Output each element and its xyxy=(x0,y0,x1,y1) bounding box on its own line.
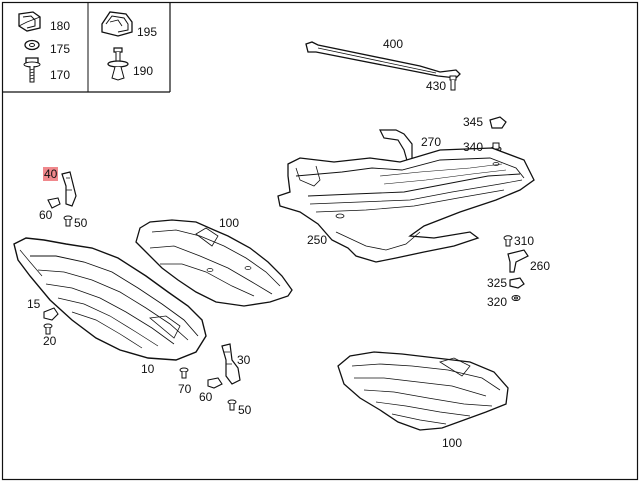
screw-50-lower xyxy=(227,399,237,411)
callout-430: 430 xyxy=(426,79,447,93)
clip-60-lower xyxy=(207,377,223,389)
callout-345: 345 xyxy=(463,115,484,129)
legend-label-175: 175 xyxy=(50,42,71,56)
washer-icon xyxy=(24,39,40,51)
clip-345 xyxy=(489,116,507,129)
engine-undershield-10 xyxy=(13,237,207,361)
callout-60-lower: 60 xyxy=(199,390,213,404)
callout-400: 400 xyxy=(383,37,404,51)
callout-325: 325 xyxy=(487,276,508,290)
legend-label-180: 180 xyxy=(50,19,71,33)
callout-10: 10 xyxy=(141,362,155,376)
callout-60: 60 xyxy=(39,208,53,222)
bracket-260 xyxy=(507,249,529,273)
clip-70 xyxy=(179,367,189,379)
callout-70: 70 xyxy=(178,382,192,396)
bracket-30 xyxy=(221,343,241,385)
screw-20 xyxy=(43,323,53,335)
callout-30: 30 xyxy=(237,353,251,367)
legend-label-195: 195 xyxy=(137,25,158,39)
clip-15 xyxy=(43,307,59,321)
callout-50-lower: 50 xyxy=(238,403,252,417)
legend-label-190: 190 xyxy=(133,64,154,78)
callout-100-lower: 100 xyxy=(442,436,463,450)
clip-60 xyxy=(47,197,61,209)
callout-310: 310 xyxy=(514,234,535,248)
callout-340: 340 xyxy=(463,140,484,154)
clip-nut-icon xyxy=(101,11,133,37)
screw-310 xyxy=(503,235,513,247)
callout-320: 320 xyxy=(487,295,508,309)
strut-brace xyxy=(305,41,461,79)
screw-50 xyxy=(63,215,73,227)
callout-100: 100 xyxy=(219,216,240,230)
callout-250: 250 xyxy=(307,233,328,247)
legend-box xyxy=(2,2,171,93)
washer-320 xyxy=(511,295,521,301)
callout-50: 50 xyxy=(74,216,88,230)
bracket-40 xyxy=(61,171,77,207)
clip-nut-icon xyxy=(18,11,41,32)
callout-260: 260 xyxy=(530,259,551,273)
clip-325 xyxy=(509,277,525,289)
underbody-panel-250 xyxy=(277,147,535,263)
callout-20: 20 xyxy=(43,334,57,348)
callout-15: 15 xyxy=(27,297,41,311)
expanding-rivet-icon xyxy=(107,47,129,81)
underbody-panel-100 xyxy=(135,219,293,307)
bolt-icon xyxy=(23,57,41,83)
bolt-430 xyxy=(449,75,457,91)
legend-label-170: 170 xyxy=(50,68,71,82)
underbody-panel-100-lower xyxy=(337,351,509,431)
callout-270: 270 xyxy=(421,135,442,149)
callout-40-highlighted: 40 xyxy=(43,167,59,181)
